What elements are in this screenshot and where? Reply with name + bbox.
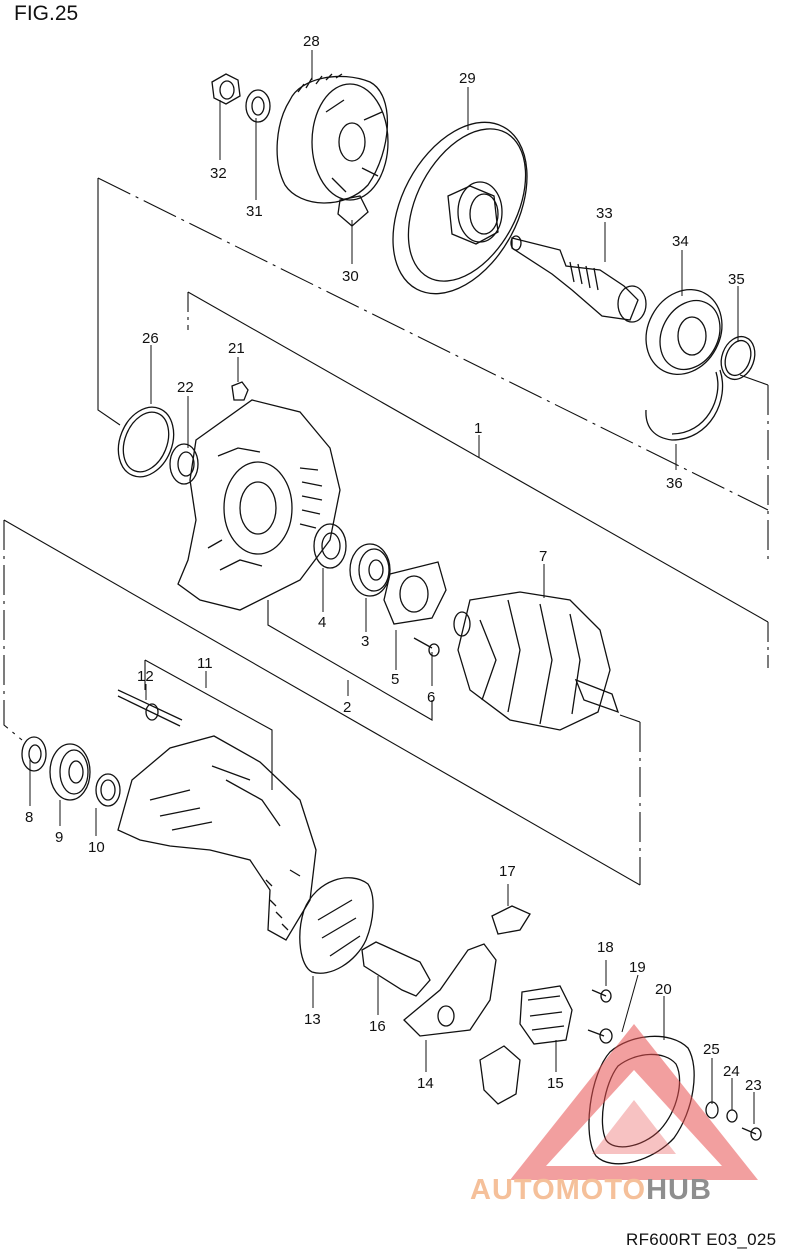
callout-13: 13 bbox=[304, 1011, 321, 1028]
callout-3: 3 bbox=[361, 633, 369, 650]
part-35-circlip bbox=[720, 335, 756, 381]
part-15-regulator bbox=[519, 985, 573, 1045]
part-7-rotor bbox=[453, 591, 620, 731]
callout-14: 14 bbox=[417, 1075, 434, 1092]
part-5-plate bbox=[383, 561, 447, 625]
callout-31: 31 bbox=[246, 203, 263, 220]
watermark-word-b: HUB bbox=[646, 1174, 712, 1206]
part-31-washer bbox=[245, 89, 271, 123]
callout-8: 8 bbox=[25, 809, 33, 826]
part-21-nut bbox=[231, 381, 249, 401]
callout-26: 26 bbox=[142, 330, 159, 347]
callout-18: 18 bbox=[597, 939, 614, 956]
figure-title: FIG.25 bbox=[14, 2, 79, 25]
part-17-clip bbox=[491, 905, 531, 935]
part-16-terminal bbox=[361, 941, 431, 997]
assembly-brackets bbox=[3, 177, 769, 886]
part-6-screw bbox=[413, 637, 440, 657]
part-34-bearing bbox=[645, 288, 723, 376]
callout-20: 20 bbox=[655, 981, 672, 998]
callout-36: 36 bbox=[666, 475, 683, 492]
callout-15: 15 bbox=[547, 1075, 564, 1092]
callout-35: 35 bbox=[728, 271, 745, 288]
callout-25: 25 bbox=[703, 1041, 720, 1058]
callout-16: 16 bbox=[369, 1018, 386, 1035]
callout-28: 28 bbox=[303, 33, 320, 50]
callout-30: 30 bbox=[342, 268, 359, 285]
callout-7: 7 bbox=[539, 548, 547, 565]
watermark-logo: AUTOMOTOHUB bbox=[470, 1174, 712, 1207]
part-12-bolt bbox=[117, 689, 183, 727]
part-32-nut bbox=[211, 73, 241, 105]
callout-labels: 28 29 32 31 30 33 34 35 36 26 21 22 1 7 … bbox=[25, 33, 762, 1094]
callout-10: 10 bbox=[88, 839, 105, 856]
drawing-code: RF600RT E03_025 bbox=[626, 1230, 777, 1249]
callout-29: 29 bbox=[459, 70, 476, 87]
part-13-cover bbox=[299, 877, 374, 974]
callout-23: 23 bbox=[745, 1077, 762, 1094]
part-10-ring bbox=[95, 773, 121, 807]
part-29-pulley bbox=[392, 121, 528, 295]
callout-24: 24 bbox=[723, 1063, 740, 1080]
part-25-washer bbox=[705, 1101, 719, 1119]
callout-19: 19 bbox=[629, 959, 646, 976]
watermark-word-a: AUTOMOTO bbox=[470, 1174, 647, 1206]
part-28-fan bbox=[276, 73, 389, 204]
part-22-seal bbox=[169, 443, 199, 485]
callout-34: 34 bbox=[672, 233, 689, 250]
part-4-seal bbox=[313, 523, 347, 569]
part-19-screw bbox=[587, 1028, 613, 1044]
part-24-washer bbox=[726, 1109, 738, 1123]
part-20-rear-cover bbox=[588, 1035, 695, 1165]
callout-32: 32 bbox=[210, 165, 227, 182]
part-9-bearing bbox=[49, 743, 91, 801]
callout-21: 21 bbox=[228, 340, 245, 357]
part-14-bracket bbox=[403, 943, 521, 1105]
part-18-screw bbox=[591, 989, 612, 1003]
watermark-triangle-icon bbox=[510, 1024, 758, 1180]
part-8-washer bbox=[21, 736, 47, 772]
callout-12: 12 bbox=[137, 668, 154, 685]
callout-2: 2 bbox=[343, 699, 351, 716]
part-23-bolt bbox=[741, 1127, 762, 1141]
callout-5: 5 bbox=[391, 671, 399, 688]
part-36-snap-ring bbox=[645, 369, 724, 441]
callout-33: 33 bbox=[596, 205, 613, 222]
front-housing bbox=[177, 399, 341, 611]
part-3-bearing bbox=[349, 543, 391, 597]
part-30-key bbox=[337, 195, 369, 227]
callout-1: 1 bbox=[474, 420, 482, 437]
part-33-shaft bbox=[510, 235, 647, 323]
leader-lines bbox=[29, 50, 755, 1124]
callout-22: 22 bbox=[177, 379, 194, 396]
part-11-housing bbox=[117, 735, 317, 941]
callout-6: 6 bbox=[427, 689, 435, 706]
part-26-o-ring bbox=[117, 406, 175, 478]
callout-4: 4 bbox=[318, 614, 326, 631]
callout-11: 11 bbox=[197, 655, 213, 672]
callout-17: 17 bbox=[499, 863, 516, 880]
callout-9: 9 bbox=[55, 829, 63, 846]
